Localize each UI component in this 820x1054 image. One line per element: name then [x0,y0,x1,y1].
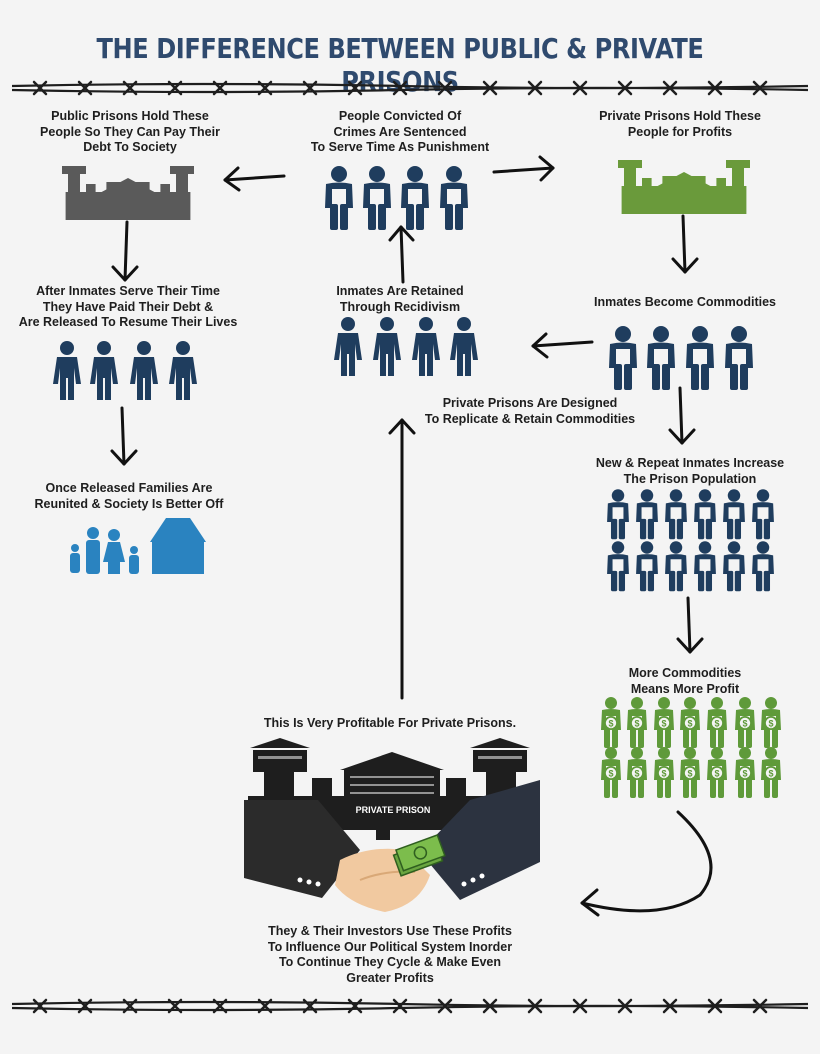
money-bag-person-icon: $ [707,697,727,748]
private-prison-scene-icon: PRIVATE PRISON [244,738,540,912]
inmate-icon [752,489,774,540]
inmate-icon [694,541,716,592]
barb-icon [392,80,408,96]
house-icon [150,518,206,574]
dollar-sign: $ [687,769,692,779]
inmate-icon [665,489,687,540]
barb-icon [32,998,48,1014]
family-icon [70,527,139,574]
inmate-icon [607,541,629,592]
arrow-curve-icon [580,810,713,917]
arrow-public-down-icon [111,220,139,282]
money-bag-person-icon: $ [601,697,621,748]
barb-icon [752,998,768,1014]
dollar-sign: $ [634,769,639,779]
barbed-wire-top-icon [11,80,809,96]
arrow-retained-up-icon [388,225,415,284]
money-bag-person-icon: $ [735,747,755,798]
arrow-increase-down-icon [676,596,704,654]
inmate-icon [723,489,745,540]
money-bag-person-icon: $ [680,697,700,748]
inmate-icon [694,489,716,540]
released-people-icon [53,341,197,400]
handshake-icon [244,780,540,912]
money-bag-person-icon: $ [654,747,674,798]
inmate-icon [607,489,629,540]
retained-inmates-icon [334,317,478,376]
arrow-to-private-icon [492,155,555,182]
dollar-sign: $ [768,769,773,779]
barb-icon [392,998,408,1014]
inmate-icon [752,541,774,592]
dollar-sign: $ [768,719,773,729]
dollar-sign: $ [687,719,692,729]
money-bag-person-icon: $ [707,747,727,798]
private-prison-sign: PRIVATE PRISON [356,805,431,815]
dollar-sign: $ [661,769,666,779]
dollar-sign: $ [661,719,666,729]
arrows [110,155,713,917]
money-bag-person-icon: $ [627,747,647,798]
barb-icon [347,80,363,96]
dollar-sign: $ [742,719,747,729]
private-prison-building-icon [618,160,750,214]
dollar-sign: $ [608,719,613,729]
dollar-sign: $ [714,719,719,729]
prison-population-icon [607,489,774,592]
money-bag-person-icon: $ [601,747,621,798]
money-bag-person-icon: $ [735,697,755,748]
label-influence: They & Their Investors Use These Profits… [267,924,513,985]
money-inmates-icon: $ $ $ $ $ $ $ $ $ $ $ $ $ $ [601,697,781,798]
money-bag-person-icon: $ [680,747,700,798]
dollar-sign: $ [742,769,747,779]
public-prison-building-icon [61,166,194,220]
label-profitable: This Is Very Profitable For Private Pris… [263,716,517,730]
barb-icon [437,80,453,96]
label-commodities: Inmates Become Commodities [594,295,776,309]
dollar-sign: $ [634,719,639,729]
barb-icon [437,998,453,1014]
barbed-wire-bottom-icon [11,998,809,1014]
barb-icon [347,998,363,1014]
dollar-sign: $ [608,769,613,779]
barb-icon [752,80,768,96]
commodity-inmates-icon [609,326,753,390]
inmate-icon [723,541,745,592]
arrow-to-retained-icon [531,332,594,359]
money-bag-person-icon: $ [627,697,647,748]
convicted-inmates-icon [325,166,468,230]
inmate-icon [665,541,687,592]
arrow-private-down-icon [671,214,699,274]
money-bag-person-icon: $ [761,697,781,748]
money-bag-person-icon: $ [761,747,781,798]
arrow-long-up-icon [388,418,416,700]
dollar-sign: $ [714,769,719,779]
barb-icon [32,80,48,96]
arrow-to-public-icon [223,166,286,192]
money-bag-person-icon: $ [654,697,674,748]
inmate-icon [636,489,658,540]
arrow-commodities-down-icon [668,386,696,445]
inmate-icon [636,541,658,592]
arrow-released-down-icon [110,406,138,466]
